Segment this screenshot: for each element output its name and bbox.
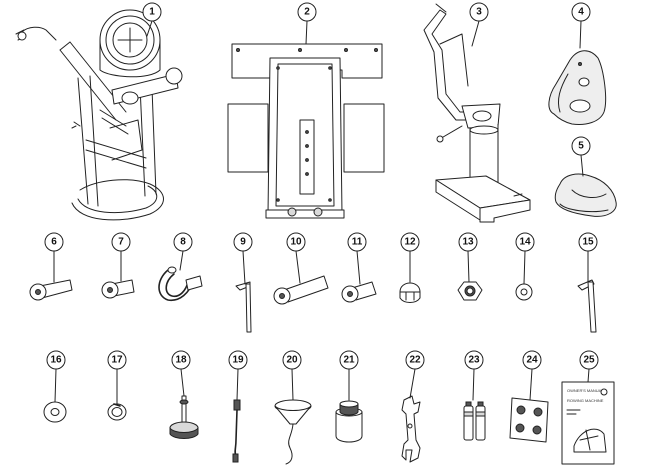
part-number: 1 <box>149 7 155 18</box>
part-number: 13 <box>462 237 474 248</box>
long-bolt-icon <box>273 275 329 305</box>
part-number: 20 <box>286 355 298 366</box>
leader-line <box>523 250 526 285</box>
hook-icon <box>158 266 203 302</box>
seat-icon <box>554 173 617 217</box>
sensor-cable-icon <box>232 399 241 463</box>
leader-line <box>242 250 246 285</box>
part-number: 18 <box>175 355 187 366</box>
long-bolt-icon <box>29 279 73 301</box>
funnel-icon <box>274 399 312 465</box>
leader-line <box>295 250 301 284</box>
leader-line <box>587 368 590 383</box>
rear-stand-icon <box>423 3 531 223</box>
water-purification-tablet-icon <box>335 400 363 443</box>
wrench-icon <box>401 395 421 463</box>
small-washer-icon <box>515 283 533 301</box>
manual-cover-subtitle: ROWING MACHINE <box>567 398 604 403</box>
leader-line <box>471 20 480 47</box>
part-number: 12 <box>404 237 416 248</box>
part-number: 16 <box>50 355 62 366</box>
part-number: 7 <box>118 237 124 248</box>
leveling-foot-icon <box>169 395 199 439</box>
part-number: 5 <box>578 141 584 152</box>
leader-line <box>356 250 361 285</box>
short-bolt-icon <box>101 279 135 299</box>
leader-line <box>409 368 416 399</box>
allen-key-icon <box>577 279 597 333</box>
cap-nut-icon <box>399 282 421 303</box>
part-number: 24 <box>526 355 538 366</box>
part-number: 21 <box>343 355 355 366</box>
monorail-plate-icon <box>227 43 385 219</box>
part-number: 14 <box>519 237 531 248</box>
leader-line <box>236 368 239 401</box>
part-number: 11 <box>352 237 363 248</box>
leader-line <box>146 20 153 37</box>
part-number: 22 <box>409 355 421 366</box>
manual-cover-title: OWNER'S MANUAL <box>567 388 604 393</box>
short-bolt-icon <box>341 281 377 303</box>
user-manual-icon: OWNER'S MANUAL ROWING MACHINE <box>561 381 615 465</box>
part-number: 10 <box>290 237 302 248</box>
leader-line <box>579 20 582 49</box>
rower-frame-flywheel-icon <box>15 9 183 221</box>
leader-line <box>291 368 294 401</box>
leader-line <box>529 368 533 401</box>
leader-line <box>467 250 470 283</box>
leader-line <box>305 20 308 45</box>
leader-line <box>580 154 584 177</box>
part-number: 8 <box>180 237 186 248</box>
part-number: 6 <box>51 237 57 248</box>
part-number: 3 <box>476 7 482 18</box>
part-number: 23 <box>468 355 480 366</box>
allen-key-icon <box>235 281 252 333</box>
large-washer-icon <box>43 401 67 423</box>
footrest-plate-icon <box>548 50 607 125</box>
spring-washer-icon <box>107 403 127 421</box>
batteries-icon <box>463 401 486 441</box>
part-number: 17 <box>111 355 123 366</box>
part-number: 25 <box>583 355 595 366</box>
part-number: 19 <box>232 355 244 366</box>
part-number: 9 <box>240 237 246 248</box>
leader-line <box>472 368 475 401</box>
bumper-pads-icon <box>509 397 549 443</box>
lock-nut-icon <box>457 281 483 301</box>
part-number: 4 <box>578 7 584 18</box>
part-number: 15 <box>582 237 594 248</box>
leader-line <box>54 368 57 403</box>
part-number: 2 <box>304 7 310 18</box>
leader-line <box>179 250 184 271</box>
leader-line <box>180 368 185 397</box>
